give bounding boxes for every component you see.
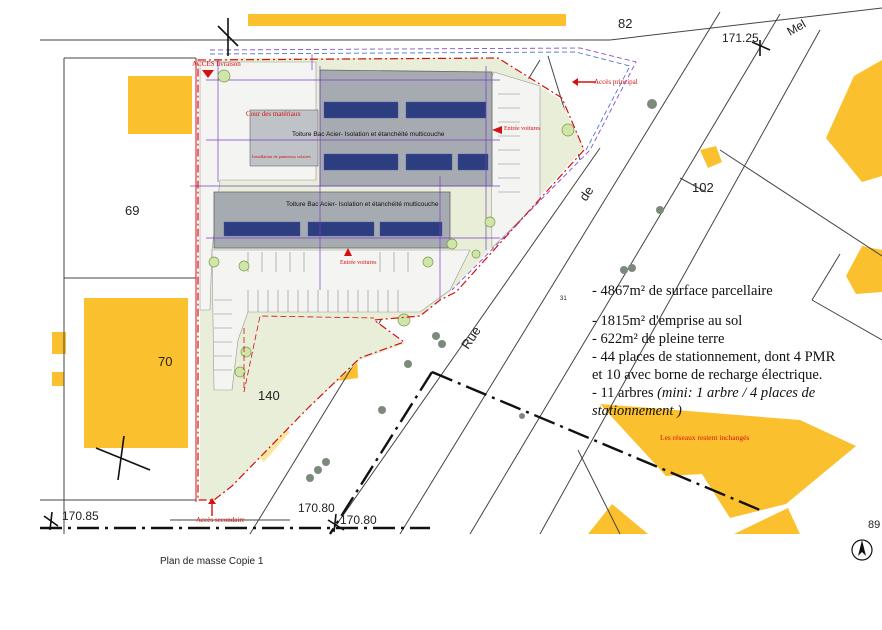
acces-principal-arrowhead [572, 78, 578, 86]
street-rue: Rue [458, 324, 484, 352]
summary-arbres-note-2: stationnement ) [592, 403, 682, 419]
entree-voitures-1: Entrée voitures [504, 126, 541, 132]
parcel-69: 69 [125, 203, 139, 218]
building-small-left1 [52, 332, 66, 354]
roof-label-north: Toiture Bac Acier- Isolation et étanchéi… [292, 131, 445, 138]
summary-arbres-count: - 11 arbres [592, 385, 654, 401]
parcel-102: 102 [692, 180, 714, 195]
elevation-170-85: 170.85 [62, 509, 99, 523]
survey-markers [43, 18, 771, 533]
acces-livraison-arrow [202, 70, 214, 78]
parcel-70: 70 [158, 354, 172, 369]
street-de: de [576, 183, 597, 203]
summary-surface: - 4867m² de surface parcellaire [592, 283, 773, 299]
building-left-upper [128, 76, 192, 134]
summary-arbres: - 11 arbres (mini: 1 arbre / 4 places de [592, 384, 880, 402]
acces-principal-label: Accès principal [594, 78, 638, 86]
parcel-89: 89 [868, 519, 880, 531]
site-trees [208, 69, 575, 378]
inner-boundary-2 [243, 315, 375, 393]
elevation-170-80-a: 170.80 [298, 501, 335, 515]
solar-panels-label: Installation de panneaux solaires [252, 154, 311, 159]
building-right-upper [826, 60, 882, 182]
roof-label-south: Toiture Bac Acier- Isolation et étanchéi… [286, 201, 439, 208]
building-top-strip [248, 14, 566, 26]
north-arrow-icon [851, 539, 873, 561]
site-boundary [197, 57, 585, 501]
project-summary: - 4867m² de surface parcellaire - 1815m²… [592, 282, 880, 420]
reseaux-label: Les réseaux restent inchangés [660, 433, 750, 442]
cour-materiaux-label: Cour des matériaux [246, 110, 301, 118]
building-70 [84, 298, 188, 448]
entree-voitures-2: Entrée voitures [340, 260, 377, 266]
summary-pleine-terre: - 622m² de pleine terre [592, 331, 725, 347]
street-mel: Mel [785, 17, 809, 39]
plan-caption: Plan de masse Copie 1 [160, 556, 264, 567]
building-right-small [700, 146, 722, 168]
building-small-left2 [52, 372, 64, 386]
trees [306, 99, 664, 482]
summary-borne: et 10 avec borne de recharge électrique. [592, 367, 823, 383]
summary-stationnement: - 44 places de stationnement, dont 4 PMR [592, 349, 836, 365]
dashed-outlines [209, 47, 637, 291]
acces-secondaire-arrowhead [208, 498, 216, 504]
elevation-170-80-b: 170.80 [340, 513, 377, 527]
acces-livraison-label: ACCES livraison [192, 60, 241, 68]
building-bottom-right2 [734, 508, 800, 534]
parking-stalls [214, 93, 520, 371]
building-right-mid [846, 246, 882, 294]
summary-emprise: - 1815m² d'emprise au sol [592, 313, 743, 329]
building-bottom-right [600, 404, 856, 518]
parcel-82: 82 [618, 16, 632, 31]
solar-panels [223, 101, 489, 237]
summary-arbres-note: (mini: 1 arbre / 4 places de [657, 385, 816, 401]
parcel-140: 140 [258, 388, 280, 403]
elevation-171-25: 171.25 [722, 31, 759, 45]
entree-arrow-2 [344, 248, 352, 256]
roof-annex [249, 109, 319, 167]
acces-secondaire-label: Accès secondaire [196, 516, 245, 524]
building-bottom-mid [588, 504, 648, 534]
dash-dot-lines [40, 370, 761, 535]
parcel-31: 31 [560, 296, 567, 302]
entree-arrow-1 [492, 126, 502, 134]
